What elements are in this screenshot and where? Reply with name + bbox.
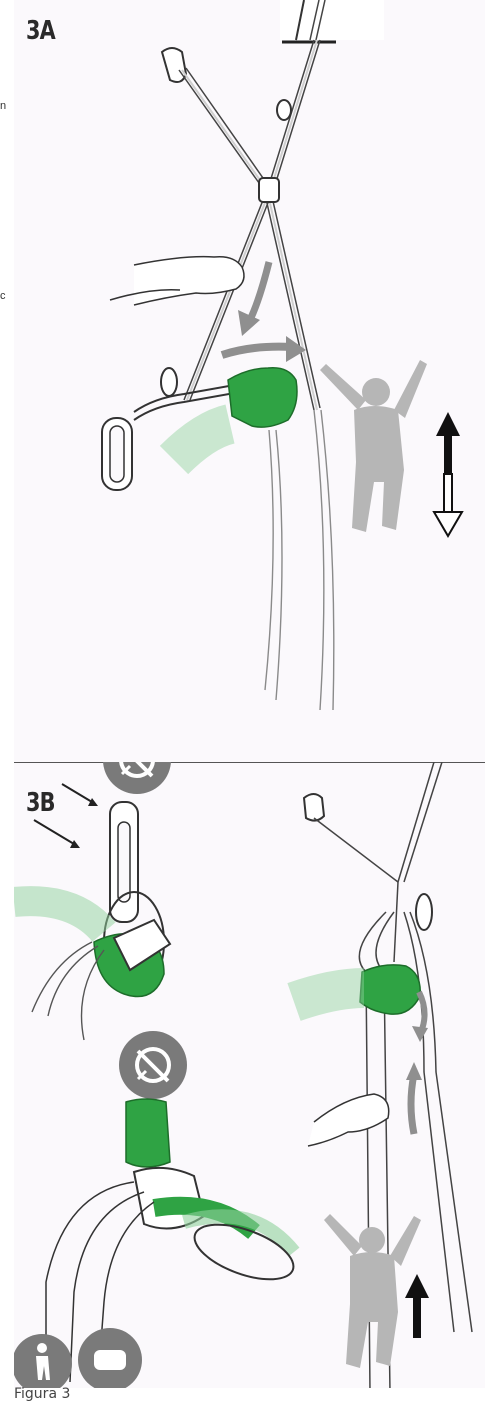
- up-arrow-icon: [436, 412, 460, 474]
- climber-badge-icon: [14, 1334, 72, 1388]
- panel-3b-illustration: [14, 762, 491, 1388]
- down-arrow-icon: [434, 474, 462, 536]
- fist-badge-icon: [78, 1328, 142, 1388]
- green-hand: [228, 368, 297, 427]
- rope-knot: [259, 178, 279, 202]
- side-mark-n: n: [0, 100, 6, 112]
- panel-3a-illustration: [14, 0, 491, 762]
- right-edge: [485, 0, 491, 1408]
- white-hand-b: [308, 1094, 389, 1146]
- anchor-carabiner-b: [304, 794, 324, 821]
- side-mark-c: c: [0, 290, 6, 302]
- climber-silhouette-3b: [324, 1214, 421, 1368]
- green-hand-b: [360, 965, 420, 1014]
- up-arrow-icon-b: [405, 1274, 429, 1338]
- figure-caption: Figura 3: [14, 1386, 70, 1402]
- anchor-carabiner: [162, 48, 186, 82]
- climber-silhouette-3a: [320, 360, 427, 532]
- no-go-badge-icon-2: [119, 1031, 187, 1099]
- figure-frame: 3A: [14, 0, 491, 1388]
- no-go-badge-icon-1: [103, 762, 171, 794]
- gray-arrow-right: [286, 336, 306, 362]
